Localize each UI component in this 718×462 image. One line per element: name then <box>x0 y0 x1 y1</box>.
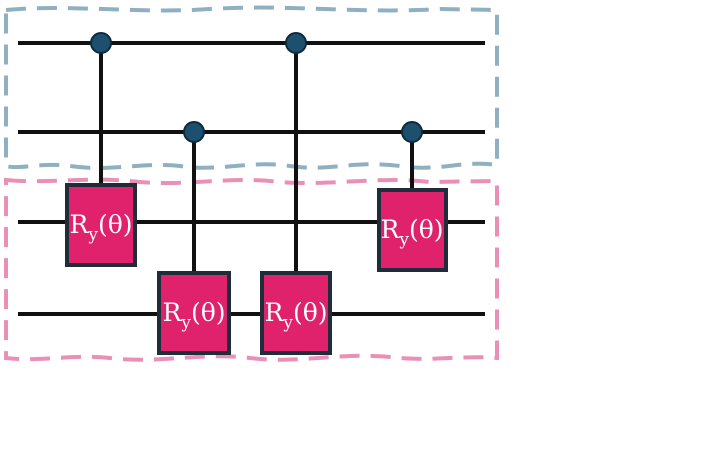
ry-gate-box-2 <box>260 271 332 355</box>
ry-gate-box-3 <box>377 188 448 272</box>
gate-label-main: R <box>381 215 401 244</box>
control-dot-0 <box>90 32 112 54</box>
control-dot-1 <box>183 121 205 143</box>
ry-gate-label-0: Ry(θ) <box>70 210 133 245</box>
gate-label-main: R <box>70 210 90 239</box>
controlled-ry-gate-2: Ry(θ) <box>260 32 332 355</box>
ry-gate-label-1: Ry(θ) <box>163 298 226 333</box>
gate-label-subscript: y <box>282 313 293 333</box>
ry-gate-label-2: Ry(θ) <box>265 298 328 333</box>
lower-region-border <box>3 177 499 362</box>
control-dot-2 <box>285 32 307 54</box>
gate-label-argument: (θ) <box>409 215 444 244</box>
gate-label-argument: (θ) <box>293 298 328 327</box>
gate-label-main: R <box>265 298 285 327</box>
upper-region-border <box>4 5 499 170</box>
controlled-ry-gate-3: Ry(θ) <box>377 121 448 272</box>
gate-label-subscript: y <box>180 313 191 333</box>
controlled-ry-gate-0: Ry(θ) <box>65 32 137 267</box>
controlled-ry-gate-1: Ry(θ) <box>157 121 231 355</box>
ry-gate-box-1 <box>157 271 231 355</box>
gate-label-argument: (θ) <box>98 210 133 239</box>
gate-label-main: R <box>163 298 183 327</box>
ry-gate-box-0 <box>65 183 137 267</box>
ry-gate-label-3: Ry(θ) <box>381 215 444 250</box>
gate-label-argument: (θ) <box>191 298 226 327</box>
control-dot-3 <box>401 121 423 143</box>
gate-label-subscript: y <box>398 230 409 250</box>
gate-label-subscript: y <box>87 225 98 245</box>
